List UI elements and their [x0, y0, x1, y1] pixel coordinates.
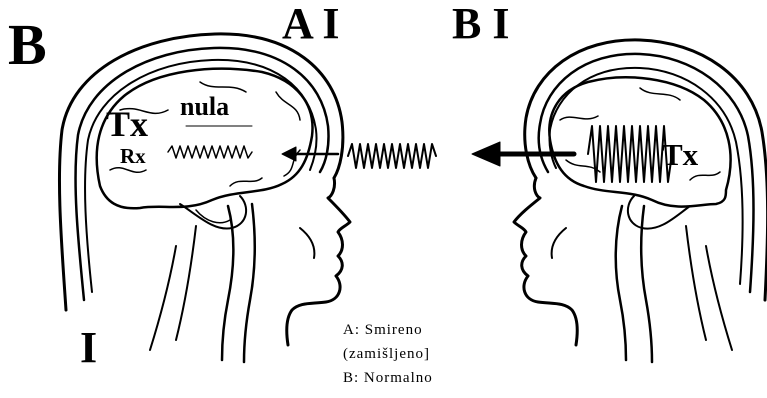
- tx-wave: [588, 126, 672, 182]
- nula-label: nula: [180, 94, 229, 120]
- transmission-wave: [348, 144, 436, 168]
- legend-line-note: (zamišljeno]: [343, 342, 433, 366]
- person-b-label: B I: [452, 2, 509, 46]
- panel-label: B: [8, 16, 47, 74]
- right-head: [514, 40, 767, 362]
- right-tx-label: Tx: [662, 139, 698, 170]
- person-a-label: A I: [282, 2, 339, 46]
- legend-line-b: B: Normalno: [343, 366, 433, 390]
- legend: A: Smireno (zamišljeno] B: Normalno: [343, 318, 433, 390]
- panel-mark: I: [80, 326, 97, 370]
- left-head: [59, 34, 350, 362]
- left-rx-label: Rx: [120, 146, 146, 167]
- rx-wave: [168, 146, 252, 158]
- left-tx-label: Tx: [106, 106, 148, 142]
- legend-line-a: A: Smireno: [343, 318, 433, 342]
